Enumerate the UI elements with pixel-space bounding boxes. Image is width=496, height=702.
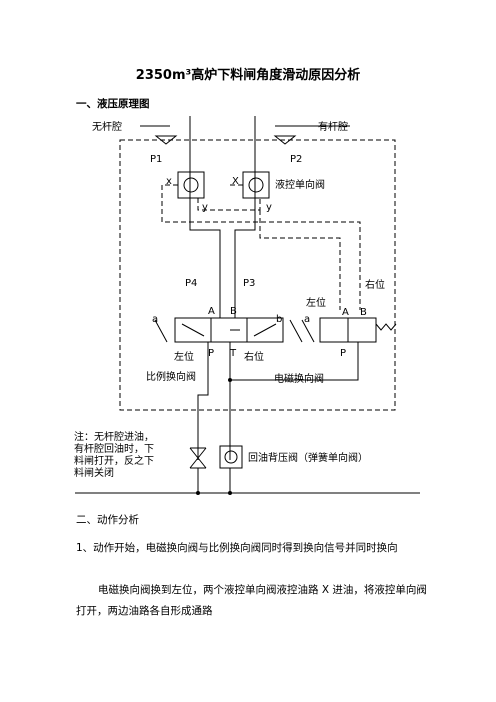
page-title: 2350m³高炉下料闸角度滑动原因分析 (135, 68, 361, 83)
label-p-1: P (208, 348, 214, 359)
label-p2: P2 (290, 154, 302, 165)
note-line-3: 料闸打开，反之下 (74, 454, 154, 467)
proportional-valve-right-cell (246, 317, 284, 343)
label-x2: X (232, 176, 239, 187)
label-y2: y (266, 202, 272, 213)
note-line-4: 料闸关闭 (74, 466, 114, 479)
label-rod: 有杆腔 (318, 120, 348, 133)
pilot-line-x (161, 184, 361, 310)
label-b-small: b (276, 314, 282, 325)
label-a2: A (342, 307, 349, 318)
supply-line (197, 342, 209, 460)
solenoid-valve-left-cell (319, 317, 349, 343)
label-p4: P4 (185, 278, 197, 289)
label-left-pos: 左位 (174, 350, 194, 363)
label-p-2: P (340, 348, 346, 359)
section-heading-hydraulic-diagram: 一、液压原理图 (76, 98, 150, 110)
label-right-pos-top: 右位 (365, 278, 385, 291)
note-line-2: 有杆腔回油时，下 (74, 442, 154, 455)
label-back-pressure-valve: 回油背压阀（弹簧单向阀） (248, 451, 368, 464)
pilot-check-valve-right (242, 171, 270, 199)
label-b1: B (230, 306, 237, 317)
label-y1: y (202, 202, 208, 213)
line-p2 (234, 116, 256, 318)
gauge-left-icon (154, 135, 178, 145)
label-p1: P1 (150, 154, 162, 165)
paragraph-2: 电磁换向阀换到左位，两个液控单向阀液控油路 X 进油，将液控单向阀打开，两边油路… (76, 584, 427, 617)
line-p1 (189, 116, 221, 318)
label-t-1: T (229, 348, 237, 359)
label-a-small2: a (304, 314, 310, 325)
proportional-valve-center-cell (210, 317, 248, 343)
dashed-frame (119, 139, 396, 411)
hydraulic-schematic: 无杆腔 有杆腔 P1 P2 x y X y 液控单向阀 P4 P3 右位 左位 … (74, 116, 420, 495)
pilot-line-y (197, 198, 261, 211)
label-left-pos-top: 左位 (306, 296, 326, 309)
section-heading-action-analysis: 二、动作分析 (76, 514, 139, 526)
solenoid-valve-right-cell (347, 317, 377, 343)
label-b2: B (360, 307, 367, 318)
label-proportional-valve: 比例换向阀 (146, 370, 196, 383)
pilot-check-valve-left (177, 171, 205, 199)
label-x1: x (166, 176, 172, 187)
label-pilot-check: 液控单向阀 (275, 178, 325, 191)
note-line-1: 注：无杆腔进油， (74, 430, 154, 443)
label-p3: P3 (243, 278, 255, 289)
back-pressure-valve (219, 445, 243, 469)
manual-valve-icon (189, 447, 207, 469)
paragraph-1: 1、动作开始，电磁换向阀与比例换向阀同时得到换向信号并同时换向 (76, 542, 398, 554)
gauge-right-icon (273, 135, 297, 145)
label-right-pos: 右位 (244, 350, 264, 363)
label-a1: A (208, 306, 215, 317)
label-a-small: a (152, 314, 158, 325)
label-rodless: 无杆腔 (92, 120, 122, 133)
label-solenoid-valve: 电磁换向阀 (274, 372, 324, 385)
